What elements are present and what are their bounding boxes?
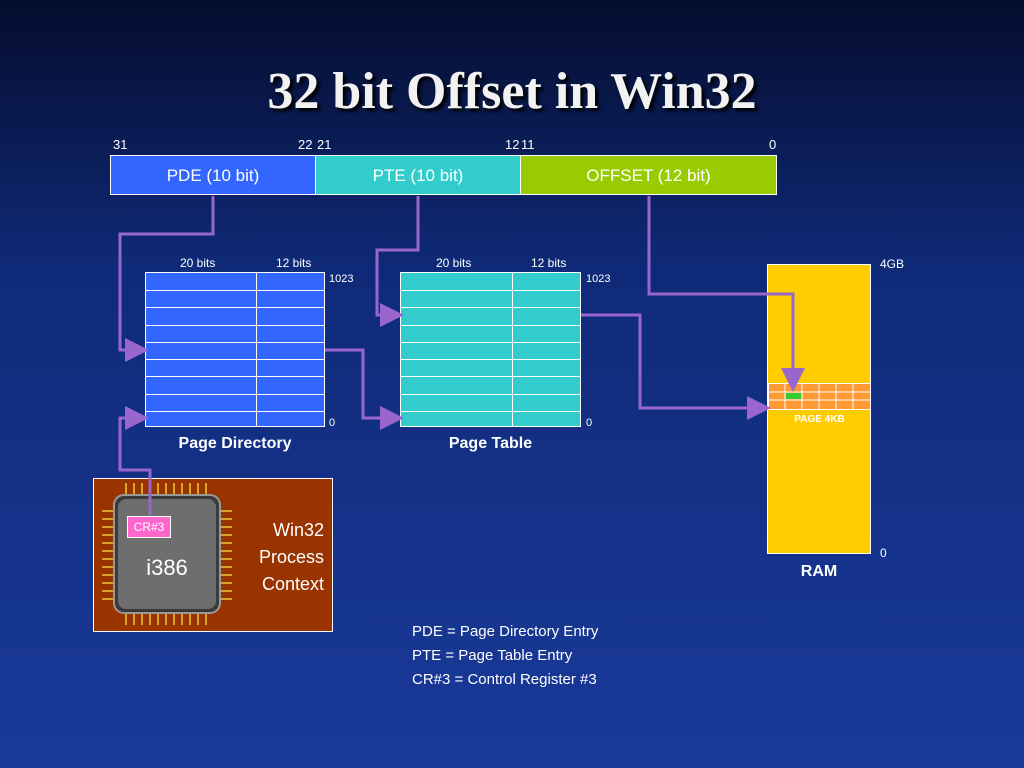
legend-pte: PTE = Page Table Entry — [412, 647, 573, 664]
table-row-divider — [146, 410, 324, 412]
cr3-to-directory-arrow — [118, 406, 152, 515]
bit-0-label: 0 — [769, 137, 777, 152]
context-line-2: Process — [258, 547, 324, 567]
bit-21-label: 21 — [317, 137, 332, 152]
page-title: 32 bit Offset in Win32 — [267, 63, 757, 120]
pd-top-index: 1023 — [329, 273, 354, 285]
table-to-ram-arrow — [581, 313, 771, 420]
table-row-divider — [146, 376, 324, 378]
context-line-3: Context — [261, 574, 324, 594]
legend-pde: PDE = Page Directory Entry — [412, 623, 599, 640]
bit-22-label: 22 — [298, 137, 313, 152]
directory-to-table-arrow — [325, 348, 404, 430]
pd-column-divider — [256, 273, 257, 426]
page-table-table — [400, 272, 581, 427]
i386-chip-label: i386 — [146, 555, 188, 580]
bit-11-label: 11 — [521, 137, 535, 152]
table-row-divider — [401, 290, 580, 292]
table-row-divider — [401, 393, 580, 395]
table-row-divider — [146, 359, 324, 361]
table-row-divider — [146, 307, 324, 309]
table-row-divider — [401, 376, 580, 378]
process-context-label: Win32 Process Context — [238, 517, 324, 598]
ram-page-4kb — [768, 383, 871, 410]
pd-col2-label: 12 bits — [276, 256, 312, 270]
pde-field: PDE (10 bit) — [110, 155, 316, 195]
pte-to-table-arrow — [375, 196, 420, 327]
pte-field: PTE (10 bit) — [315, 155, 521, 195]
legend: PDE = Page Directory Entry PTE = Page Ta… — [412, 620, 598, 692]
table-row-divider — [401, 324, 580, 326]
page-directory-caption: Page Directory — [178, 435, 292, 452]
table-row-divider — [401, 307, 580, 309]
ram-top-label: 4GB — [880, 257, 905, 271]
legend-cr3: CR#3 = Control Register #3 — [412, 671, 597, 688]
offset-to-ram-arrow — [647, 196, 805, 392]
cr3-register: CR#3 — [127, 516, 171, 538]
pt-bottom-index: 0 — [586, 417, 593, 429]
offset-field: OFFSET (12 bit) — [520, 155, 777, 195]
process-context-box: CR#3 i386 Win32 Process Context — [93, 478, 333, 632]
ram-page-label: PAGE 4KB — [794, 414, 845, 425]
table-row-divider — [146, 324, 324, 326]
pd-bottom-index: 0 — [329, 417, 336, 429]
table-row-divider — [146, 290, 324, 292]
ram-caption: RAM — [800, 563, 838, 580]
table-row-divider — [146, 393, 324, 395]
table-row-divider — [401, 359, 580, 361]
context-line-1: Win32 — [272, 520, 324, 540]
ram-selected-byte — [786, 393, 801, 399]
pd-col1-label: 20 bits — [180, 256, 216, 270]
table-row-divider — [146, 341, 324, 343]
bit-12-label: 12 — [505, 137, 520, 152]
table-row-divider — [401, 341, 580, 343]
pt-col2-label: 12 bits — [531, 256, 567, 270]
pt-column-divider — [512, 273, 513, 426]
table-row-divider — [401, 410, 580, 412]
bit-31-label: 31 — [113, 137, 128, 152]
page-table-caption: Page Table — [448, 435, 533, 452]
pde-to-directory-arrow — [118, 196, 215, 362]
pt-col1-label: 20 bits — [436, 256, 472, 270]
page-directory-table — [145, 272, 325, 427]
pt-top-index: 1023 — [586, 273, 611, 285]
ram-bottom-label: 0 — [880, 546, 887, 560]
